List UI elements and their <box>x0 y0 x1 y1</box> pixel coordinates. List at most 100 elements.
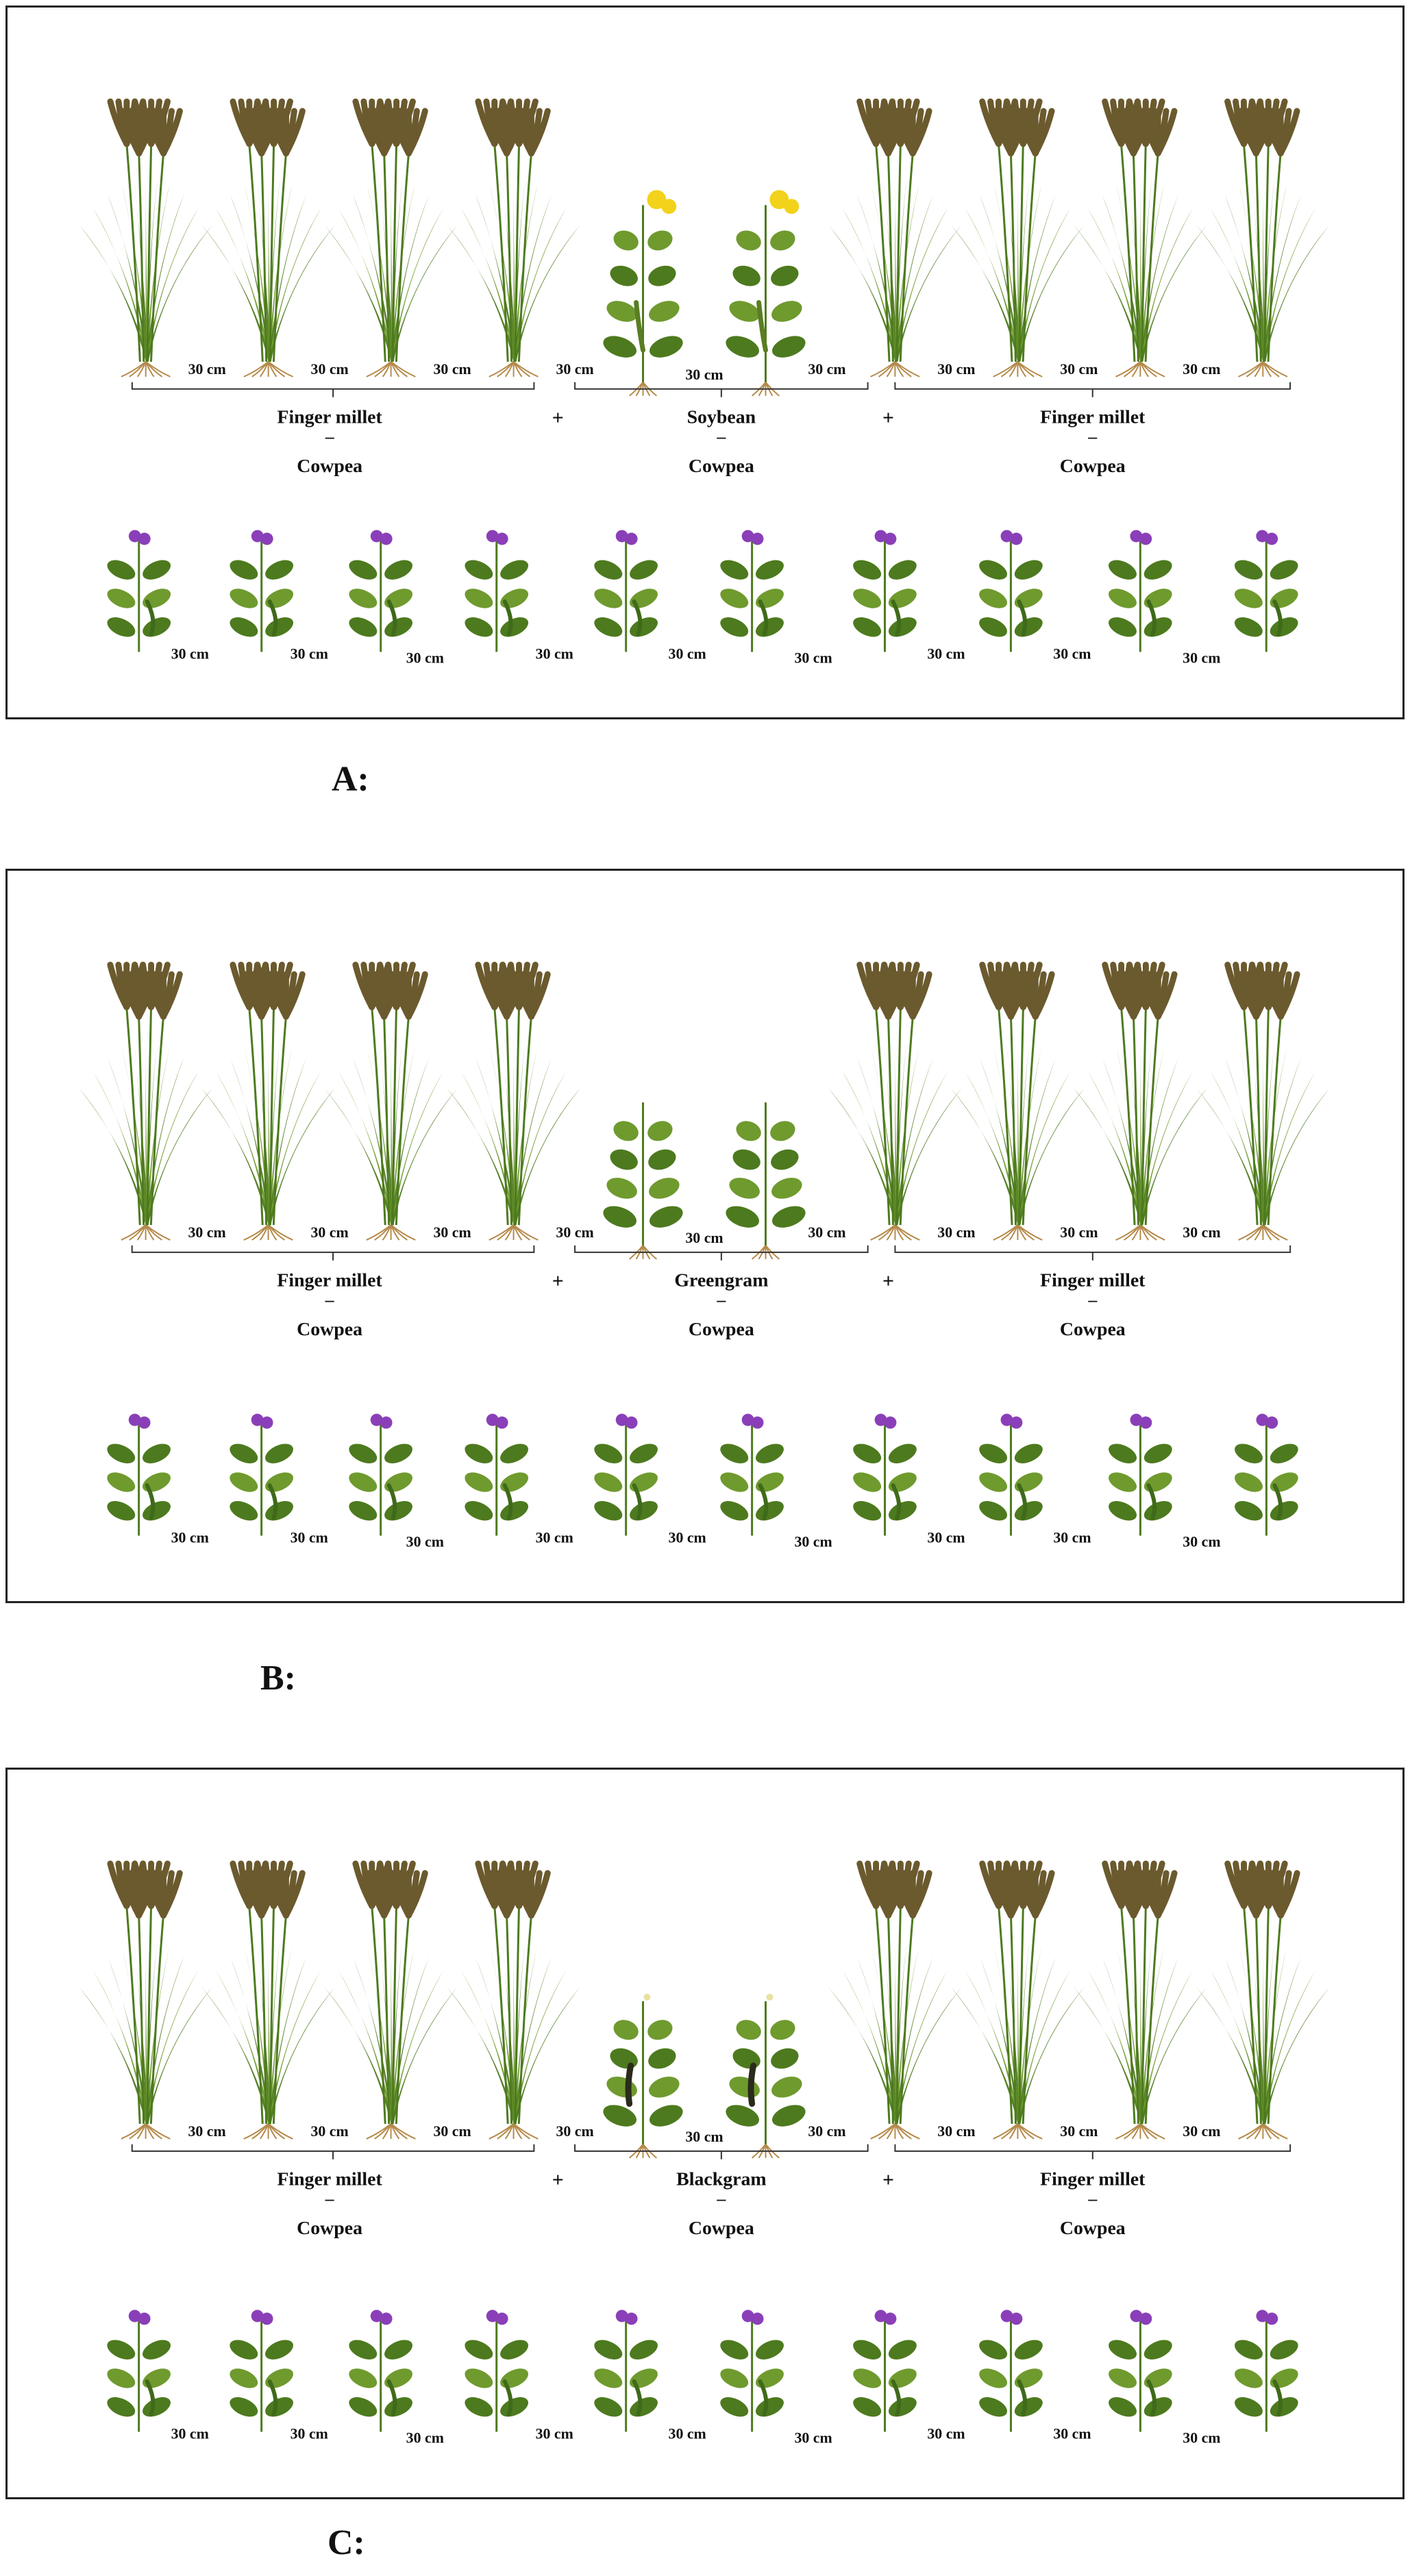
right-group-crop-label: Finger millet <box>1040 2169 1146 2190</box>
spacing-label-bottom: 30 cm <box>406 1533 444 1550</box>
right-group-crop-label: Finger millet <box>1040 1270 1146 1291</box>
spacing-label-top: 30 cm <box>1060 1224 1098 1241</box>
spacing-label-top: 30 cm <box>685 367 723 383</box>
spacing-label-bottom: 30 cm <box>536 645 573 662</box>
right-group-dash: – <box>1087 2188 1098 2208</box>
cowpea-plant <box>465 530 529 652</box>
spacing-label-bottom: 30 cm <box>406 2429 444 2446</box>
group-brace <box>894 2144 1291 2159</box>
spacing-label-top: 30 cm <box>311 361 349 377</box>
spacing-label-bottom: 30 cm <box>1183 649 1220 666</box>
finger-millet-plant <box>324 961 458 1241</box>
left-group-cowpea-label: Cowpea <box>297 2218 362 2239</box>
spacing-label-bottom: 30 cm <box>669 645 706 662</box>
finger-millet-plant <box>447 961 581 1241</box>
caption-a: A: <box>332 760 369 799</box>
left-group-dash: – <box>325 426 335 446</box>
panel-b: 30 cm 30 cm 30 cm 30 cm 30 cm 30 cm 30 cm 30 cm… <box>5 869 1405 1603</box>
spacing-label-bottom: 30 cm <box>1183 1533 1220 1550</box>
spacing-label-top: 30 cm <box>310 2123 348 2140</box>
panel-a-diagram: 30 cm 30 cm 30 cm 30 cm 30 cm 30 cm 30 cm 30 cm… <box>79 98 1330 666</box>
finger-millet-plant <box>828 1860 962 2140</box>
finger-millet-plant <box>828 961 962 1241</box>
group-brace <box>574 2144 869 2159</box>
cowpea-plant <box>349 2309 412 2432</box>
spacing-label-top: 30 cm <box>556 2123 593 2140</box>
spacing-label-top: 30 cm <box>937 2123 975 2140</box>
right-group-cowpea-label: Cowpea <box>1060 456 1126 477</box>
middle-group-crop-label: Blackgram <box>676 2169 766 2190</box>
finger-millet-plant <box>324 1860 458 2140</box>
middle-group-crop-label: Soybean <box>687 406 756 428</box>
spacing-label-top: 30 cm <box>808 1224 845 1241</box>
cowpea-plant <box>107 530 171 652</box>
spacing-label-top: 30 cm <box>556 361 593 377</box>
soybean-plant <box>726 190 806 397</box>
spacing-label-bottom: 30 cm <box>406 649 444 666</box>
finger-millet-plant <box>324 98 458 377</box>
cowpea-plant <box>594 530 658 652</box>
finger-millet-plant <box>79 98 213 377</box>
spacing-label-top: 30 cm <box>1060 361 1098 377</box>
panel-c-diagram: 30 cm 30 cm 30 cm 30 cm 30 cm 30 cm 30 cm 30 cm… <box>79 1860 1330 2446</box>
cowpea-plant <box>853 1413 917 1536</box>
group-brace <box>574 1245 869 1261</box>
spacing-label-bottom: 30 cm <box>171 645 209 662</box>
finger-millet-plant <box>1073 98 1207 377</box>
left-group-crop-label: Finger millet <box>277 1270 382 1291</box>
spacing-label-top: 30 cm <box>310 1224 348 1241</box>
spacing-label-top: 30 cm <box>808 361 845 377</box>
group-brace <box>131 1245 535 1261</box>
finger-millet-plant <box>201 98 336 377</box>
spacing-label-top: 30 cm <box>1183 2123 1220 2140</box>
spacing-label-bottom: 30 cm <box>1053 2425 1091 2442</box>
greengram-plant <box>603 1102 683 1260</box>
finger-millet-plant <box>201 961 336 1241</box>
spacing-label-top: 30 cm <box>188 361 226 377</box>
plus-sign: + <box>552 1270 564 1293</box>
spacing-label-top: 30 cm <box>433 2123 471 2140</box>
middle-group-cowpea-label: Cowpea <box>689 1319 754 1340</box>
caption-c: C: <box>327 2523 365 2562</box>
cowpea-plant <box>465 1413 529 1536</box>
finger-millet-plant <box>1196 961 1330 1241</box>
right-group-cowpea-label: Cowpea <box>1060 2218 1126 2239</box>
plus-sign: + <box>882 1270 894 1293</box>
cowpea-plant <box>979 530 1043 652</box>
finger-millet-plant <box>950 961 1085 1241</box>
plus-sign: + <box>882 2169 894 2192</box>
spacing-label-top: 30 cm <box>937 361 975 377</box>
spacing-label-top: 30 cm <box>808 2123 845 2140</box>
cowpea-plant <box>230 530 294 652</box>
spacing-label-bottom: 30 cm <box>794 649 832 666</box>
finger-millet-plant <box>1196 98 1330 377</box>
cowpea-plant <box>720 530 784 652</box>
cowpea-plant <box>720 2309 784 2432</box>
left-group-crop-label: Finger millet <box>277 406 383 428</box>
right-group-cowpea-label: Cowpea <box>1060 1319 1126 1340</box>
cowpea-plant <box>465 2309 529 2432</box>
blackgram-plant <box>726 1994 806 2159</box>
cowpea-plant <box>1109 2309 1172 2432</box>
finger-millet-plant <box>447 98 581 377</box>
cowpea-plant <box>1234 530 1298 652</box>
spacing-label-bottom: 30 cm <box>927 2425 965 2442</box>
spacing-label-top: 30 cm <box>1183 1224 1220 1241</box>
plus-sign: + <box>552 406 564 429</box>
spacing-label-top: 30 cm <box>685 1230 723 1246</box>
cowpea-plant <box>230 2309 293 2432</box>
caption-b: B: <box>260 1659 296 1698</box>
spacing-label-top: 30 cm <box>188 1224 225 1241</box>
middle-group-cowpea-label: Cowpea <box>689 2218 754 2239</box>
middle-group-cowpea-label: Cowpea <box>689 456 754 477</box>
spacing-label-bottom: 30 cm <box>794 1533 832 1550</box>
cowpea-plant <box>594 1413 658 1536</box>
spacing-label-bottom: 30 cm <box>171 2425 209 2442</box>
spacing-label-top: 30 cm <box>685 2129 723 2145</box>
plus-sign: + <box>882 406 894 429</box>
finger-millet-plant <box>950 98 1085 377</box>
finger-millet-plant <box>79 1860 213 2140</box>
panel-c: 30 cm 30 cm 30 cm 30 cm 30 cm 30 cm 30 cm 30 cm… <box>5 1768 1405 2499</box>
cowpea-plant <box>1109 1413 1172 1536</box>
finger-millet-plant <box>79 961 213 1241</box>
